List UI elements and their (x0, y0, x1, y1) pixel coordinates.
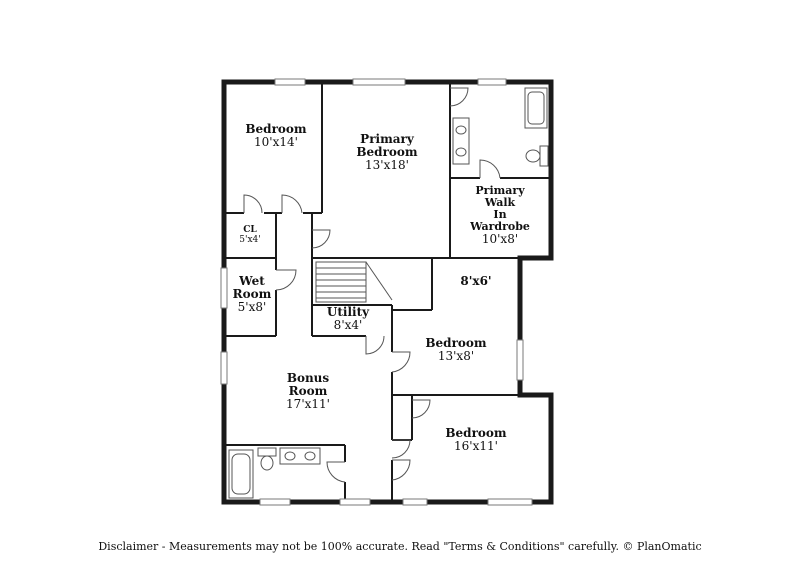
room-label-bonus-room: Bonus Room 17'x11' (286, 372, 330, 411)
room-dimension: 5'x8' (237, 300, 267, 314)
windows (220, 78, 533, 506)
room-label-primary-bedroom: Primary Bedroom 13'x18' (356, 133, 417, 172)
room-name: Utility (326, 305, 370, 319)
room-label-closet: CL 5'x4' (239, 225, 260, 245)
room-dimension: 8'x6' (460, 274, 492, 288)
room-label-bedroom-se: Bedroom 16'x11' (445, 427, 506, 453)
room-name: Bedroom (445, 426, 507, 440)
room-dimension: 17'x11' (286, 397, 330, 411)
room-label-8x6: 8'x6' (460, 275, 491, 288)
room-label-bedroom-e: Bedroom 13'x8' (425, 337, 486, 363)
room-dimension: 10'x14' (254, 135, 298, 149)
room-dimension: 10'x8' (481, 232, 519, 246)
room-name: Wet Room (232, 274, 272, 301)
room-label-bedroom-nw: Bedroom 10'x14' (245, 123, 306, 149)
room-label-primary-walk-in: Primary Walk In Wardrobe 10'x8' (470, 184, 530, 246)
room-dimension: 13'x18' (365, 158, 409, 172)
room-dimension: 13'x8' (437, 349, 475, 363)
room-dimension: 5'x4' (239, 235, 261, 245)
room-name: Primary Walk In Wardrobe (470, 184, 530, 233)
room-label-wet-room: Wet Room 5'x8' (233, 275, 272, 314)
room-dimension: 16'x11' (454, 439, 498, 453)
interior-walls (226, 84, 549, 500)
fixtures (228, 87, 549, 499)
room-name: Bonus Room (286, 371, 330, 398)
doors (243, 87, 501, 483)
room-name: Bedroom (425, 336, 487, 350)
room-name: Primary Bedroom (356, 132, 418, 159)
room-dimension: 8'x4' (333, 318, 363, 332)
stairs (315, 261, 393, 303)
room-label-utility: Utility 8'x4' (327, 306, 369, 332)
room-name: Bedroom (245, 122, 307, 136)
room-name: CL (243, 225, 257, 235)
disclaimer-text: Disclaimer - Measurements may not be 100… (98, 540, 702, 553)
